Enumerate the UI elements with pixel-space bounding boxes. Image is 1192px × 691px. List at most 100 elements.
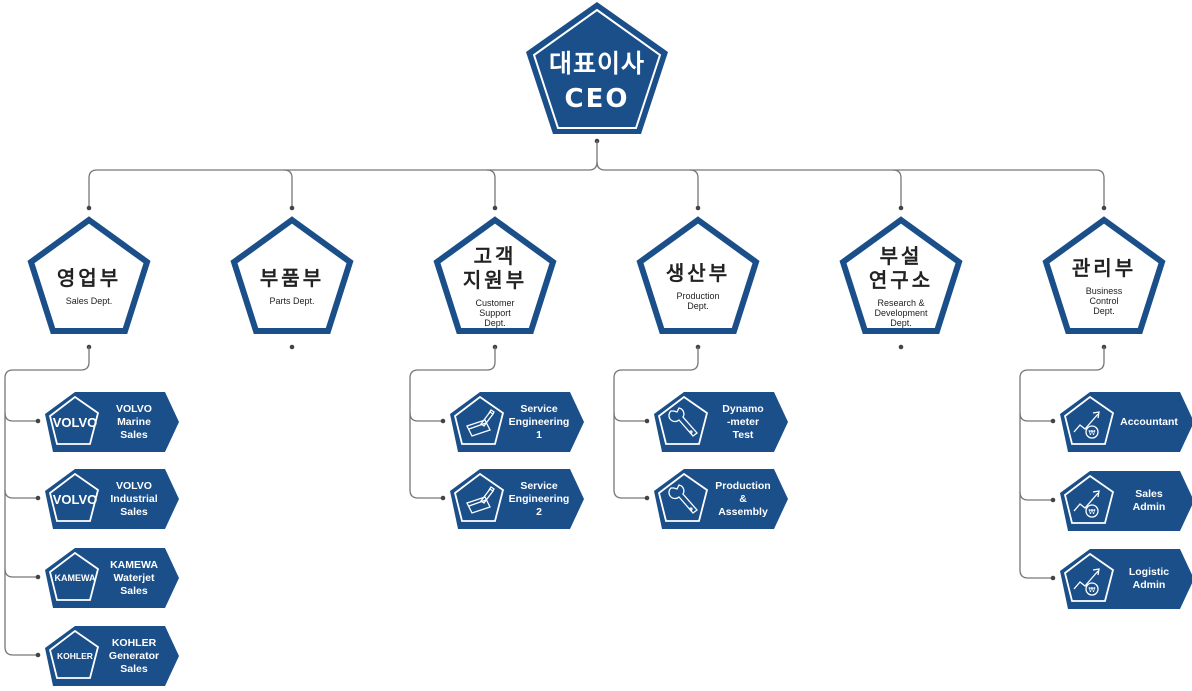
dept-title-english-line: Control bbox=[1089, 296, 1119, 306]
dept-pentagon-shape bbox=[433, 216, 557, 334]
dept-title-english: Sales Dept. bbox=[26, 296, 152, 306]
unit-label: Accountant bbox=[1116, 392, 1182, 452]
dept-title-english-line: Research & bbox=[877, 298, 925, 308]
dept-pentagon-shape bbox=[1042, 216, 1166, 334]
bus-line-right bbox=[596, 161, 1105, 208]
unit-branch-trunk bbox=[613, 347, 699, 490]
svg-text:₩: ₩ bbox=[1089, 508, 1096, 516]
dept-title-english-line: Dept. bbox=[484, 318, 506, 328]
unit-dot bbox=[35, 574, 41, 580]
unit-branch-line bbox=[4, 489, 37, 499]
dept-drop-line bbox=[283, 169, 293, 208]
dept-pentagon-shape bbox=[27, 216, 151, 334]
dept-title-korean: 관리부 bbox=[1071, 256, 1137, 280]
pen-tablet-icon bbox=[466, 409, 495, 437]
unit-label-line: Admin bbox=[1132, 579, 1166, 591]
unit-branch-line bbox=[4, 412, 37, 422]
unit-label-line: Sales bbox=[120, 505, 148, 518]
ceo-title-english: CEO bbox=[564, 84, 630, 114]
unit-badge-shape bbox=[450, 469, 584, 529]
unit-label-line: Engineering bbox=[508, 415, 570, 428]
dept-top-dot bbox=[289, 205, 295, 211]
unit-label-line: -meter bbox=[726, 415, 760, 428]
unit-label-line: 1 bbox=[536, 428, 542, 441]
unit-label-line: Assembly bbox=[718, 505, 768, 518]
unit-badge-shape bbox=[45, 469, 179, 529]
unit-dot bbox=[35, 652, 41, 658]
unit-dot bbox=[644, 418, 650, 424]
unit-branch-line bbox=[409, 489, 442, 499]
unit-branch-line bbox=[613, 489, 646, 499]
unit-badge[interactable]: ₩Accountant bbox=[1060, 392, 1192, 452]
kohler-logo: KOHLER bbox=[57, 651, 93, 661]
dept-title-english-line: Dept. bbox=[890, 318, 912, 328]
dept-bottom-dot bbox=[289, 344, 295, 350]
unit-badge-shape bbox=[654, 392, 788, 452]
dept-top-dot bbox=[86, 205, 92, 211]
dept-title-english-line: Sales Dept. bbox=[65, 296, 113, 306]
dept-top-dot bbox=[695, 205, 701, 211]
unit-label-line: VOLVO bbox=[116, 479, 152, 492]
dept-title-korean: 생산부 bbox=[665, 261, 731, 285]
unit-label-line: Sales bbox=[120, 662, 148, 675]
kamewa-logo: KAMEWA bbox=[54, 573, 96, 583]
unit-dot bbox=[35, 495, 41, 501]
dept-title-english: Parts Dept. bbox=[229, 296, 355, 306]
unit-label-line: Waterjet bbox=[113, 571, 155, 584]
unit-branch-line bbox=[4, 646, 37, 656]
dept-title-korean: 지원부 bbox=[462, 268, 528, 292]
unit-branch-line bbox=[1019, 412, 1052, 422]
unit-label-line: Production bbox=[715, 479, 771, 492]
dept-top-dot bbox=[898, 205, 904, 211]
unit-dot bbox=[440, 418, 446, 424]
unit-dot bbox=[644, 495, 650, 501]
dept-title-english-line: Business bbox=[1085, 286, 1123, 296]
ceo-node[interactable]: 대표이사 CEO bbox=[524, 0, 670, 136]
unit-branch-trunk bbox=[409, 347, 496, 490]
dept-title-korean: 연구소 bbox=[868, 268, 934, 292]
unit-label-line: Accountant bbox=[1120, 415, 1178, 428]
unit-branch-line bbox=[409, 412, 442, 422]
bus-line-left bbox=[88, 141, 598, 208]
unit-label-line: Logistic bbox=[1128, 566, 1170, 578]
unit-label-line: Dynamo bbox=[722, 402, 764, 415]
wrench-icon bbox=[668, 407, 698, 437]
dept-title-korean: 고객 bbox=[473, 244, 517, 268]
pen-tablet-icon bbox=[466, 486, 495, 514]
unit-dot bbox=[1050, 575, 1056, 581]
unit-badge[interactable]: Production&Assembly bbox=[654, 469, 788, 529]
unit-badge-shape bbox=[1060, 549, 1192, 609]
unit-badge-shape bbox=[1060, 392, 1192, 452]
dept-pentagon-shape bbox=[636, 216, 760, 334]
svg-text:₩: ₩ bbox=[1089, 586, 1096, 594]
